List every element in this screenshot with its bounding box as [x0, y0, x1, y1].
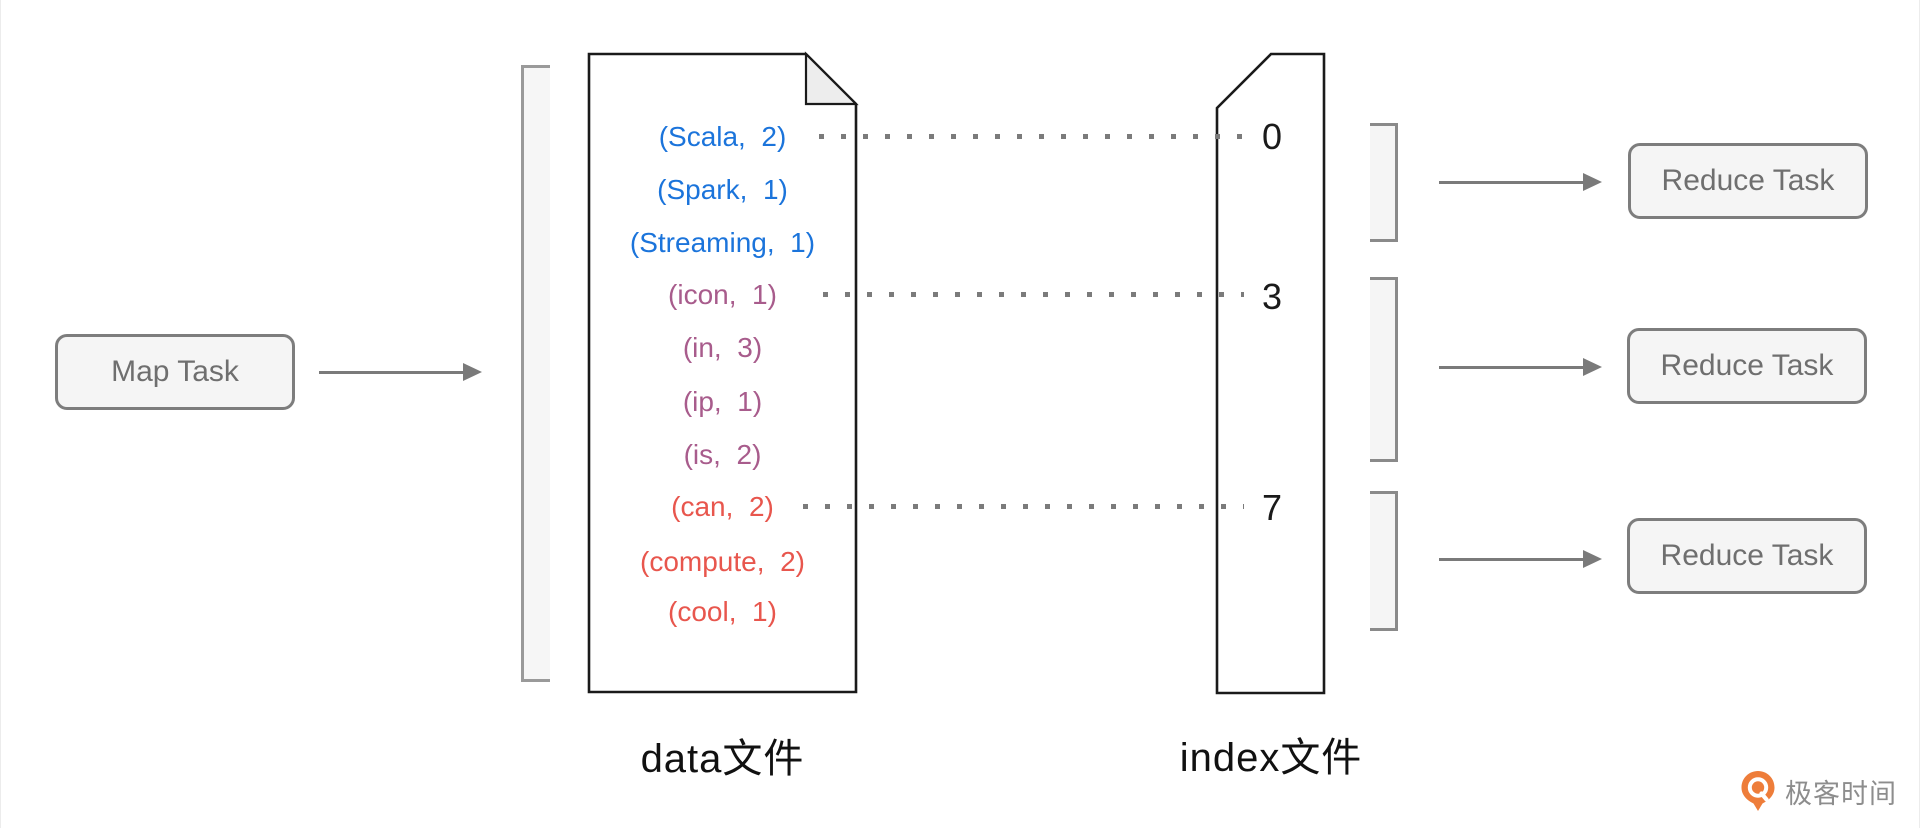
- reduce-task-label: Reduce Task: [1661, 164, 1835, 197]
- geektime-logo: 极客时间: [1739, 770, 1897, 812]
- pair-row: (Scala, 2): [658, 121, 787, 152]
- index-file-shape: [1215, 52, 1326, 695]
- index-entry: 3: [1261, 276, 1283, 317]
- dotted-connector-icon-3: [823, 292, 1244, 297]
- arrow-map-to-data: [319, 371, 464, 374]
- data-file-label: data文件: [640, 737, 805, 781]
- reduce-task-label: Reduce Task: [1660, 349, 1834, 382]
- arrow-to-reduce-2-head: [1583, 358, 1602, 376]
- geektime-pin-icon: [1741, 771, 1775, 811]
- pair-row: (in, 3): [682, 332, 763, 363]
- pair-row: (is, 2): [683, 439, 762, 470]
- reduce-task-node-2: Reduce Task: [1627, 328, 1867, 404]
- left-bracket: [521, 65, 550, 682]
- reduce-task-node-3: Reduce Task: [1627, 518, 1867, 594]
- pair-row: (icon, 1): [668, 279, 777, 310]
- data-file-shape: [587, 52, 858, 694]
- reduce-task-node-1: Reduce Task: [1628, 143, 1868, 219]
- pair-row: (cool, 1): [668, 596, 777, 627]
- right-bracket-2: [1370, 277, 1398, 462]
- map-task-label: Map Task: [111, 355, 239, 388]
- right-bracket-3: [1370, 491, 1398, 631]
- pair-row: (can, 2): [671, 491, 774, 522]
- arrow-to-reduce-1: [1439, 181, 1584, 184]
- pair-row: (compute, 2): [640, 546, 805, 577]
- reduce-task-label: Reduce Task: [1660, 539, 1834, 572]
- index-entry: 7: [1261, 487, 1283, 528]
- folded-corner-icon: [804, 51, 859, 106]
- dotted-connector-can-7: [803, 504, 1244, 509]
- geektime-logo-text: 极客时间: [1785, 778, 1897, 809]
- arrow-to-reduce-3: [1439, 558, 1584, 561]
- arrow-to-reduce-1-head: [1583, 173, 1602, 191]
- dotted-connector-scala-0: [819, 134, 1244, 139]
- index-file-label: index文件: [1179, 736, 1363, 780]
- arrow-to-reduce-3-head: [1583, 550, 1602, 568]
- pair-row: (ip, 1): [682, 386, 763, 417]
- map-task-node: Map Task: [55, 334, 295, 410]
- arrow-map-to-data-head: [463, 363, 482, 381]
- right-bracket-1: [1370, 123, 1398, 242]
- pair-row: (Streaming, 1): [629, 227, 816, 258]
- pair-row: (Spark, 1): [657, 174, 788, 205]
- arrow-to-reduce-2: [1439, 366, 1584, 369]
- index-entry: 0: [1261, 116, 1283, 157]
